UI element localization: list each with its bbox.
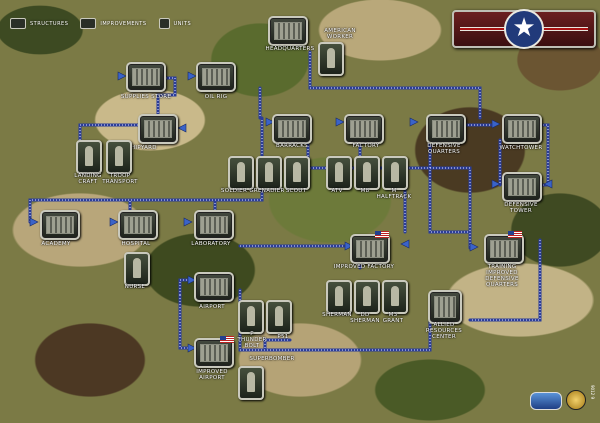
node-watchtower[interactable] (502, 114, 542, 144)
label-dd-sherman: DD SHERMAN (350, 312, 380, 324)
label-defensive-tower: DEFENSIVE TOWER (504, 202, 538, 214)
label-shipyard: SHIPYARD (127, 145, 157, 151)
node-barracks[interactable] (272, 114, 312, 144)
node-troop-transport[interactable] (106, 140, 132, 174)
legend: STRUCTURES IMPROVEMENTS UNITS (10, 18, 199, 29)
developer-logo (566, 390, 586, 410)
node-defensive-tower[interactable] (502, 172, 542, 202)
node-m8[interactable] (354, 156, 380, 190)
label-nurse: NURSE (124, 284, 146, 290)
node-training-improved-defensive-quarters[interactable] (484, 234, 524, 264)
label-p-thunderbolt: P THUNDER BOLT (237, 331, 267, 349)
label-american-worker: AMERICAN WORKER (324, 28, 356, 40)
label-sherman: SHERMAN (322, 312, 352, 318)
label-watchtower: WATCHTOWER (499, 145, 543, 151)
node-atv[interactable] (326, 156, 352, 190)
label-troop-transport: TROOP TRANSPORT (102, 173, 138, 185)
catalog-number: 9012 9 (590, 385, 595, 399)
label-m3-grant: M3 GRANT (382, 312, 404, 324)
node-dd-sherman[interactable] (354, 280, 380, 314)
label-barracks: BARRACKS (276, 143, 308, 149)
node-defensive-quarters[interactable] (426, 114, 466, 144)
node-sherman[interactable] (326, 280, 352, 314)
legend-units-swatch (158, 18, 170, 29)
label-grenadier: GRENADIER (249, 188, 285, 194)
node-allied-resources-center[interactable] (428, 290, 462, 324)
star-icon: ★ (512, 13, 536, 43)
node-scout[interactable] (284, 156, 310, 190)
label-m8: M8 (360, 188, 370, 194)
label-headquarters: HEADQUARTERS (265, 46, 315, 52)
label-soldier: SOLDIER (220, 188, 248, 194)
label-scout: SCOUT (285, 188, 307, 194)
node-nurse[interactable] (124, 252, 150, 286)
node-improved-factory[interactable] (350, 234, 390, 264)
label-improved-airport: IMPROVED AIRPORT (196, 369, 228, 381)
label-supplies-store: SUPPLIES STORE (120, 94, 172, 100)
node-landing-craft[interactable] (76, 140, 102, 174)
label-superbomber: SUPERBOMBER (249, 356, 295, 362)
node-shipyard[interactable] (138, 114, 178, 144)
label-training-improved-defensive-quarters: TRAINING IMPROVED DEFENSIVE QUARTERS (485, 264, 519, 288)
node-hospital[interactable] (118, 210, 158, 240)
label-laboratory: LABORATORY (191, 241, 231, 247)
emblem-disc: ★ (504, 9, 544, 49)
label-improved-factory: IMPROVED FACTORY (333, 264, 395, 270)
label-hospital: HOSPITAL (121, 241, 151, 247)
node-laboratory[interactable] (194, 210, 234, 240)
label-p51: P51 (277, 334, 289, 340)
label-m-halftrack: M HALFTRACK (376, 188, 412, 200)
node-m-halftrack[interactable] (382, 156, 408, 190)
node-oil-rig[interactable] (196, 62, 236, 92)
node-improved-airport[interactable] (194, 338, 234, 368)
label-allied-resources-center: ALLIED RESOURCES CENTER (425, 322, 463, 340)
label-defensive-quarters: DEFENSIVE QUARTERS (427, 143, 461, 155)
label-airport: AIRPORT (199, 304, 225, 310)
node-p51[interactable] (266, 300, 292, 334)
label-oil-rig: OIL RIG (204, 94, 228, 100)
label-academy: ACADEMY (41, 241, 71, 247)
node-grenadier[interactable] (256, 156, 282, 190)
node-headquarters[interactable] (268, 16, 308, 46)
legend-improvements-label: IMPROVEMENTS (100, 20, 147, 27)
us-flag-icon (375, 231, 389, 238)
node-m3-grant[interactable] (382, 280, 408, 314)
label-atv: ATV (331, 188, 343, 194)
node-p-thunderbolt[interactable] (238, 300, 264, 334)
node-superbomber[interactable] (238, 366, 264, 400)
node-soldier[interactable] (228, 156, 254, 190)
legend-structures-swatch (10, 18, 26, 29)
label-factory: FACTORY (352, 143, 380, 149)
legend-improvements-swatch (80, 18, 97, 29)
legend-structures-label: STRUCTURES (30, 20, 69, 27)
us-flag-icon (508, 231, 522, 238)
node-academy[interactable] (40, 210, 80, 240)
us-star-emblem: ★ (452, 9, 596, 49)
publisher-logo (530, 392, 562, 410)
node-factory[interactable] (344, 114, 384, 144)
node-supplies-store[interactable] (126, 62, 166, 92)
us-flag-icon (220, 336, 234, 343)
node-airport[interactable] (194, 272, 234, 302)
legend-units-label: UNITS (173, 20, 192, 27)
node-american-worker[interactable] (318, 42, 344, 76)
label-landing-craft: LANDING CRAFT (74, 173, 102, 185)
